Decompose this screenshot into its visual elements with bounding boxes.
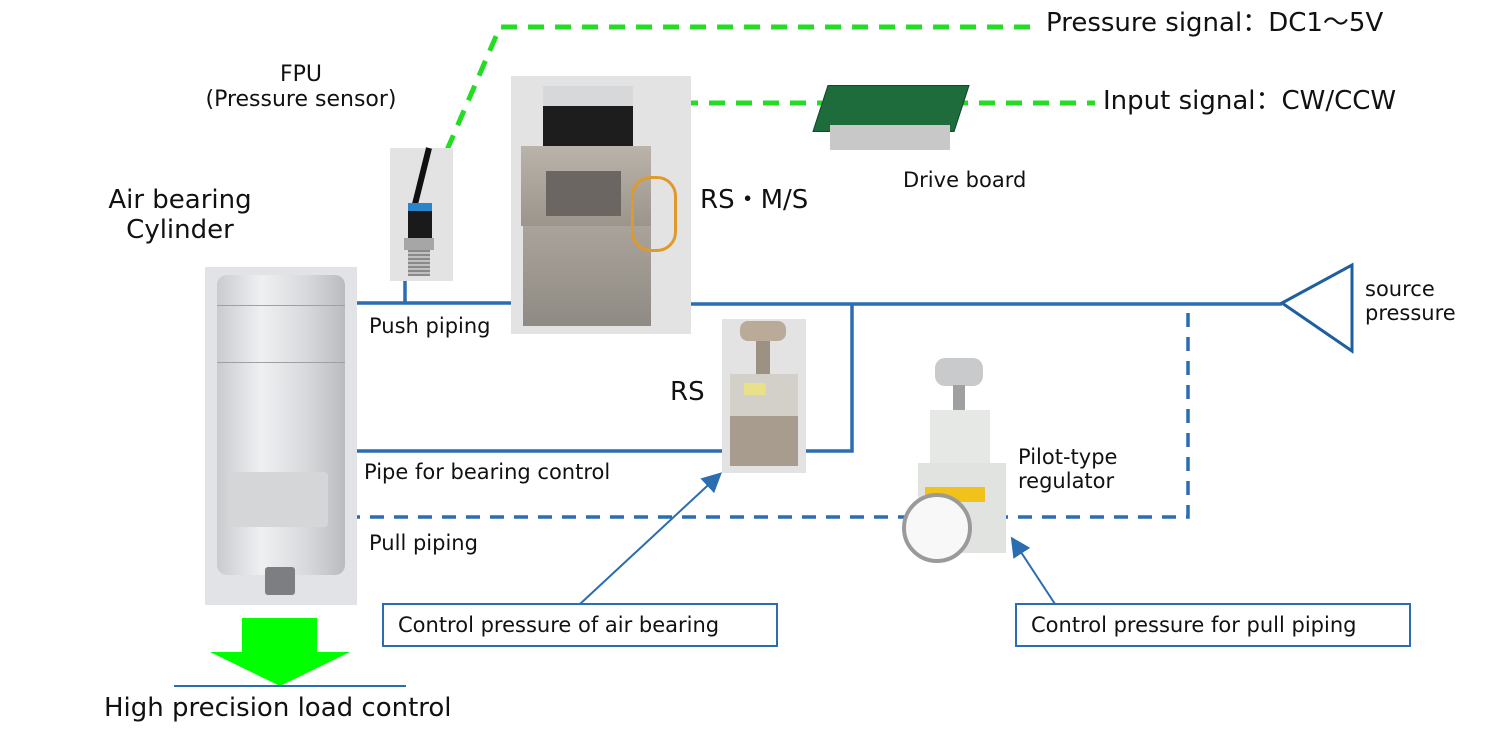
rs-regulator-image: [722, 319, 806, 473]
drive-board-image: [812, 75, 970, 155]
air-bearing-callout-text: Control pressure of air bearing: [398, 613, 720, 637]
fpu-desc: (Pressure sensor): [205, 87, 397, 113]
load-control-arrow-icon: [210, 618, 350, 686]
push-piping-label: Push piping: [369, 314, 491, 338]
pull-piping-callout: Control pressure for pull piping: [1015, 603, 1411, 647]
cylinder-label-line2: Cylinder: [126, 214, 234, 245]
pull-piping-label: Pull piping: [369, 531, 478, 555]
source-label-line1: source: [1365, 277, 1435, 301]
air-bearing-cylinder-image: [205, 267, 357, 605]
source-pressure-symbol: [1279, 262, 1354, 354]
fpu-name: FPU: [279, 62, 323, 87]
fpu-label: FPU (Pressure sensor): [170, 62, 432, 113]
result-label: High precision load control: [104, 693, 452, 723]
rs-label: RS: [670, 377, 705, 407]
cylinder-label: Air bearing Cylinder: [95, 185, 265, 246]
source-pressure-label: source pressure: [1365, 277, 1456, 325]
rs-branch-pipe: [796, 304, 854, 453]
input-signal-label: Input signal：CW/CCW: [1103, 86, 1397, 116]
pressure-signal-line: [444, 24, 1040, 151]
cylinder-label-line1: Air bearing: [108, 185, 252, 215]
fpu-sensor-image: [390, 147, 453, 281]
air-bearing-callout: Control pressure of air bearing: [382, 603, 778, 647]
pull-pipe: [346, 306, 1190, 519]
rs-ms-label: RS・M/S: [700, 185, 809, 215]
pilot-regulator-line1: Pilot-type: [1018, 445, 1118, 469]
pull-callout-arrow: [1010, 536, 1056, 605]
bearing-pipe-label: Pipe for bearing control: [364, 460, 611, 484]
source-label-line2: pressure: [1365, 301, 1456, 326]
rs-ms-image: [511, 76, 691, 334]
drive-board-label: Drive board: [903, 168, 1027, 192]
pilot-regulator-image: [900, 355, 1015, 570]
pressure-signal-label: Pressure signal：DC1～5V: [1046, 8, 1384, 38]
air-bearing-callout-arrow: [579, 472, 722, 605]
pilot-regulator-line2: regulator: [1018, 469, 1115, 494]
pull-piping-callout-text: Control pressure for pull piping: [1031, 613, 1357, 637]
pilot-regulator-label: Pilot-type regulator: [1018, 445, 1117, 493]
